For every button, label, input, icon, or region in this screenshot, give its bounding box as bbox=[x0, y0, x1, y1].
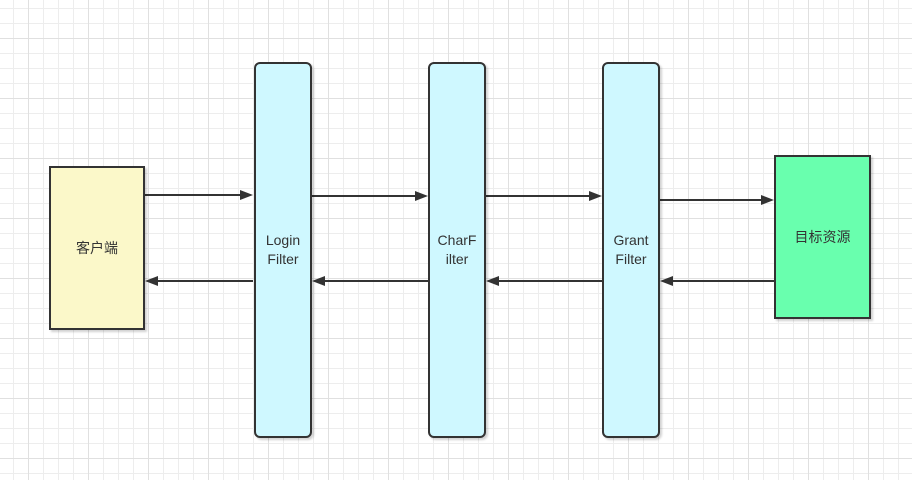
node-target-resource-label: 目标资源 bbox=[794, 228, 851, 245]
grant-to-target-arrow[interactable] bbox=[660, 195, 774, 205]
grant-to-char-return-arrow[interactable] bbox=[486, 276, 602, 286]
node-login-filter[interactable]: Login Filter bbox=[254, 62, 312, 438]
char-to-login-return-arrow[interactable] bbox=[312, 276, 428, 286]
login-to-client-return-arrow[interactable] bbox=[145, 276, 253, 286]
node-char-filter[interactable]: CharF ilter bbox=[428, 62, 486, 438]
node-grant-filter-label: Grant Filter bbox=[613, 232, 649, 267]
node-login-filter-label: Login Filter bbox=[265, 232, 301, 267]
node-target-resource[interactable]: 目标资源 bbox=[774, 155, 871, 319]
login-to-char-arrow[interactable] bbox=[312, 191, 428, 201]
node-char-filter-label: CharF ilter bbox=[437, 232, 477, 267]
node-client[interactable]: 客户端 bbox=[49, 166, 145, 330]
target-to-grant-return-arrow[interactable] bbox=[660, 276, 774, 286]
client-to-login-arrow[interactable] bbox=[145, 190, 253, 200]
node-client-label: 客户端 bbox=[76, 239, 118, 256]
node-grant-filter[interactable]: Grant Filter bbox=[602, 62, 660, 438]
char-to-grant-arrow[interactable] bbox=[486, 191, 602, 201]
